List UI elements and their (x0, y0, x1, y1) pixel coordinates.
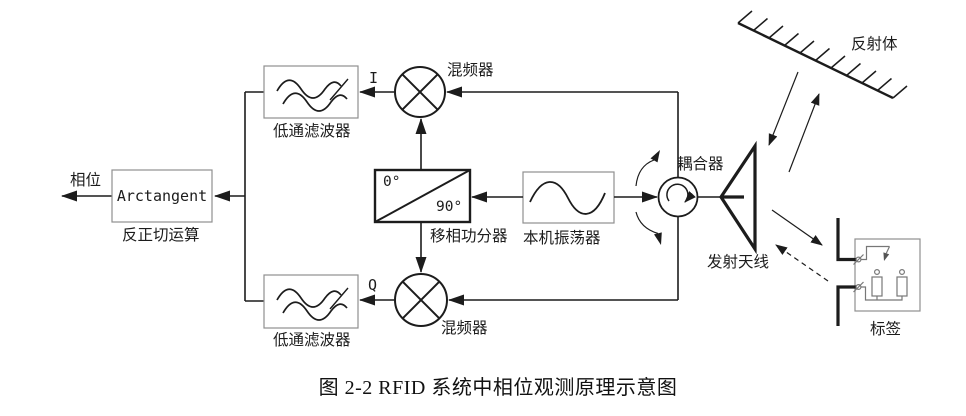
tag-ground-wire (858, 286, 903, 301)
local-oscillator-label: 本机振荡器 (523, 230, 601, 247)
sine-wave-icon (529, 181, 606, 215)
circulation-arc-down (635, 211, 659, 235)
signal-i-label: I (369, 69, 379, 87)
mixer-bottom-symbol (359, 273, 678, 327)
filter-cutoff-slash (329, 78, 349, 101)
reflector-to-antenna-arrow (768, 71, 799, 146)
phase-splitter-label: 移相功分器 (430, 228, 508, 245)
lowpass-filter-top-box (263, 65, 359, 119)
tag-to-antenna-dashed-arrow (775, 244, 829, 282)
tag-dipole-upper (836, 218, 858, 262)
circulator-arrow-icon (666, 183, 696, 203)
tag-label: 标签 (870, 321, 902, 338)
reflector-label: 反射体 (851, 36, 898, 53)
antenna-to-reflector-arrow (788, 93, 820, 173)
phase-output-label: 相位 (70, 172, 102, 189)
tag-load-resistor (871, 276, 883, 297)
lowpass-filter-bottom-label: 低通滤波器 (273, 332, 351, 349)
iq-bus (214, 91, 265, 302)
wave-arrows (768, 71, 829, 282)
splitter-port-90-label: 90° (436, 199, 463, 215)
local-oscillator-box (471, 171, 658, 224)
transmit-antenna-label: 发射天线 (707, 254, 770, 271)
arctangent-title: Arctangent (116, 187, 208, 205)
transmit-antenna-symbol (697, 140, 757, 255)
figure-caption: 图 2-2 RFID 系统中相位观测原理示意图 (318, 377, 678, 399)
filter-cutoff-slash (329, 287, 349, 310)
coupler-label: 耦合器 (677, 156, 724, 173)
circulation-arc-up (635, 159, 655, 187)
lowpass-filter-top-label: 低通滤波器 (273, 123, 351, 140)
tag-switch-wire (858, 245, 890, 261)
coupler-symbol (635, 92, 699, 300)
phase-splitter-box (373, 118, 472, 273)
arctangent-box (111, 169, 213, 223)
hatching (737, 10, 908, 99)
arctangent-caption: 反正切运算 (122, 227, 200, 244)
antenna-to-tag-arrow (771, 209, 823, 246)
tag-switch-arrow (883, 252, 890, 261)
signal-q-label: Q (368, 276, 378, 294)
tag-symbol (836, 218, 921, 326)
tag-load-resistor (896, 276, 908, 297)
mixer-top-symbol (359, 66, 678, 118)
mixer-bottom-label: 混频器 (441, 320, 488, 337)
mixer-top-label: 混频器 (447, 62, 494, 79)
lowpass-filter-bottom-box (263, 274, 359, 329)
splitter-port-0-label: 0° (383, 174, 401, 190)
tag-dipole-lower (836, 285, 858, 326)
reflector-symbol (737, 10, 908, 100)
